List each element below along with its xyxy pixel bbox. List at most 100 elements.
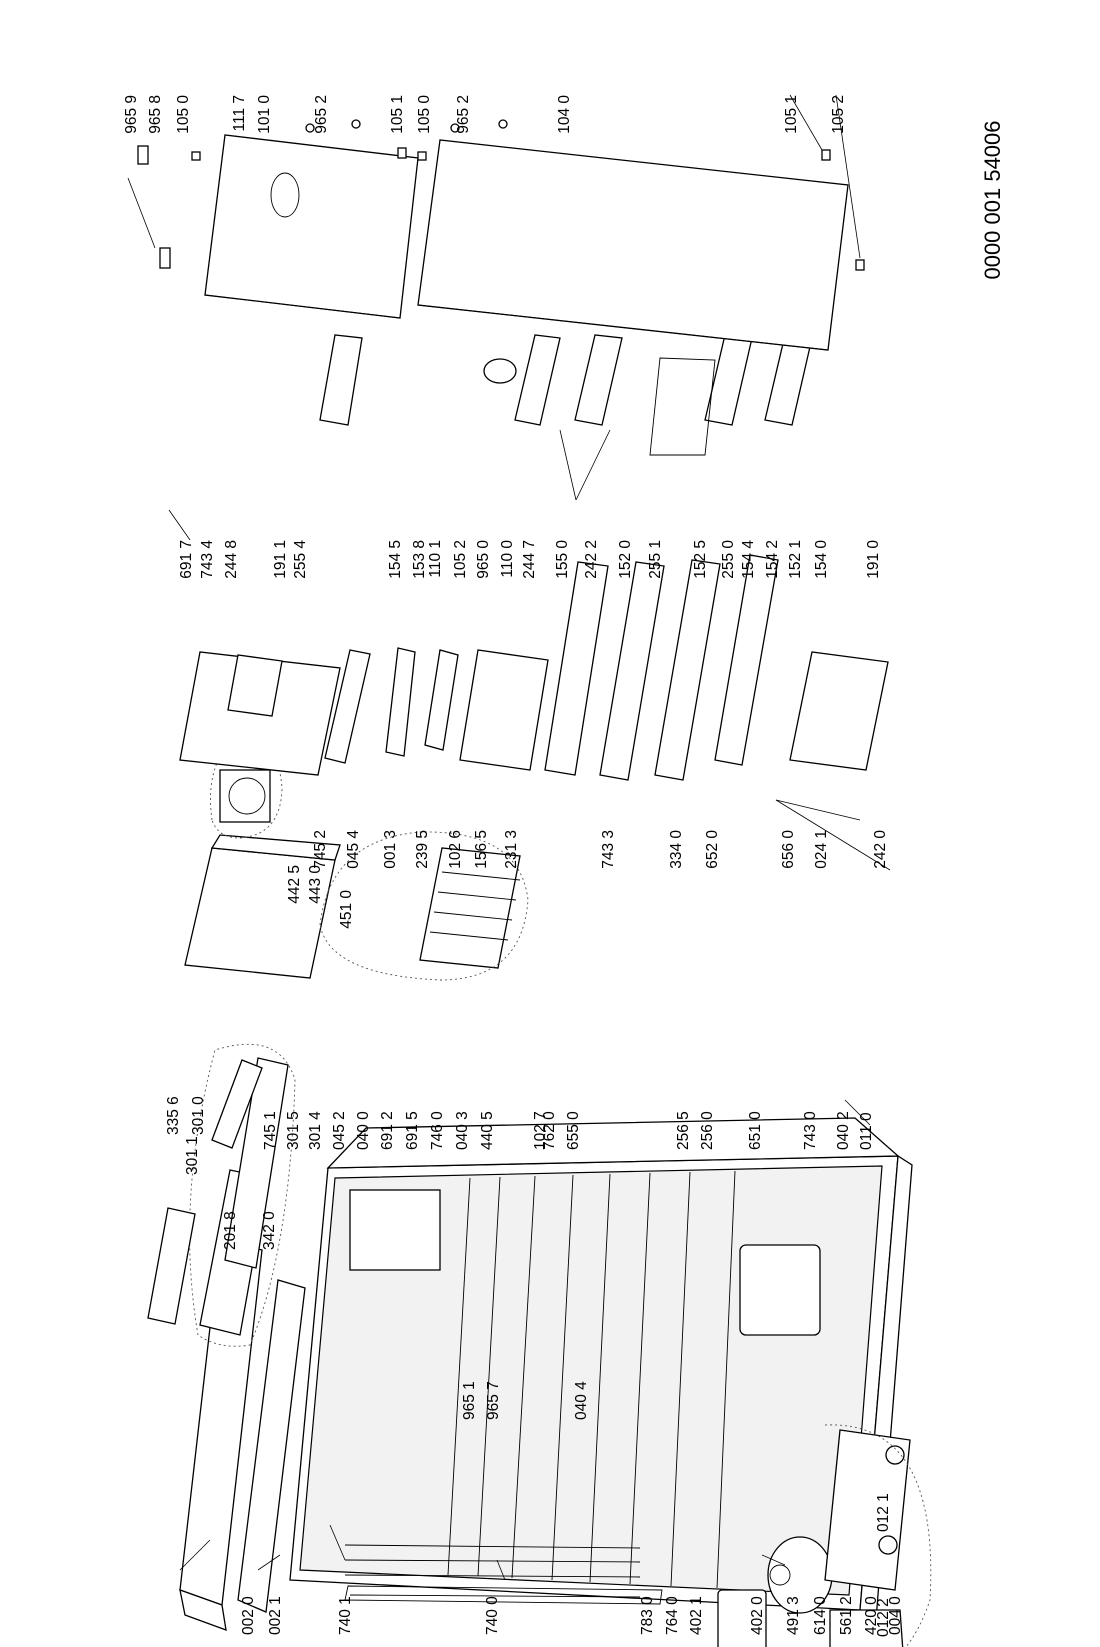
part-number-label: 335 6	[165, 1096, 182, 1135]
part-number-label: 001 3	[382, 830, 399, 869]
part-number-label: 244 8	[223, 540, 240, 579]
part-number-label: 691 2	[379, 1111, 396, 1150]
part-number-labels: 002 0 002 1 740 1 740 0 783 0 764 0 402 1 402 0…	[123, 95, 904, 1637]
part-number-label: 153 8	[411, 540, 428, 579]
part-number-label: 965 9	[123, 95, 140, 134]
compressor-part	[717, 1424, 932, 1647]
condenser-part	[344, 1544, 663, 1605]
shelves-part	[179, 554, 889, 781]
part-number-label: 102 7	[532, 1111, 549, 1150]
part-number-label: 655 0	[565, 1111, 582, 1150]
part-number-label: 965 2	[313, 95, 330, 134]
part-number-label: 105 1	[389, 95, 406, 134]
part-number-label: 244 7	[521, 540, 538, 579]
part-number-label: 743 0	[802, 1111, 819, 1150]
part-number-label: 745 1	[262, 1111, 279, 1150]
part-number-label: 156 5	[473, 830, 490, 869]
part-number-label: 155 0	[554, 540, 571, 579]
part-number-label: 420 0	[863, 1596, 880, 1635]
part-number-label: 783 0	[639, 1596, 656, 1635]
leader-lines	[127, 94, 891, 1581]
part-number-label: 152 0	[617, 540, 634, 579]
part-number-label: 965 0	[475, 540, 492, 579]
part-number-label: 255 1	[647, 540, 664, 579]
part-number-label: 002 0	[240, 1596, 257, 1635]
part-number-label: 154 0	[813, 540, 830, 579]
door-bins-part	[319, 334, 813, 456]
part-number-label: 614 0	[812, 1596, 829, 1635]
part-number-label: 743 3	[600, 830, 617, 869]
part-number-label: 040 0	[355, 1111, 372, 1150]
part-number-label: 154 2	[764, 540, 781, 579]
top-cover-part	[179, 1239, 306, 1631]
part-number-label: 442 5	[286, 865, 303, 904]
part-number-label: 110 1	[427, 540, 444, 578]
part-number-label: 105 2	[830, 95, 847, 134]
part-number-label: 561 2	[838, 1596, 855, 1635]
part-number-label: 191 0	[865, 540, 882, 579]
part-number-label: 040 2	[835, 1111, 852, 1150]
part-number-label: 334 0	[668, 830, 685, 869]
drawing-artwork	[127, 94, 932, 1647]
part-number-label: 231 3	[503, 830, 520, 869]
drawing-number: 0000 001 54006	[980, 120, 1005, 279]
hinges-part	[137, 119, 865, 271]
part-number-label: 152 1	[787, 540, 804, 579]
part-number-label: 402 1	[688, 1596, 705, 1635]
part-number-label: 201 8	[222, 1211, 239, 1250]
part-number-label: 110 0	[499, 540, 516, 578]
part-number-label: 191 1	[272, 540, 289, 579]
part-number-label: 045 2	[331, 1111, 348, 1150]
part-number-label: 301 1	[184, 1136, 201, 1175]
part-number-label: 256 5	[675, 1111, 692, 1150]
part-number-label: 011 0	[858, 1112, 875, 1150]
part-number-label: 740 0	[484, 1596, 501, 1635]
part-number-label: 012 1	[875, 1493, 892, 1532]
part-number-label: 764 0	[664, 1596, 681, 1635]
part-number-label: 652 0	[704, 830, 721, 869]
part-number-label: 040 4	[573, 1381, 590, 1420]
part-number-label: 255 4	[292, 540, 309, 579]
part-number-label: 301 5	[285, 1111, 302, 1150]
cabinet-part	[289, 1117, 913, 1622]
part-number-label: 101 0	[256, 95, 273, 134]
part-number-label: 242 2	[583, 540, 600, 579]
part-number-label: 740 1	[337, 1596, 354, 1635]
part-number-label: 451 0	[338, 890, 355, 929]
part-number-label: 002 1	[267, 1596, 284, 1635]
part-number-label: 440 5	[479, 1111, 496, 1150]
part-number-label: 004 0	[887, 1596, 904, 1635]
part-number-label: 111 7	[231, 95, 248, 132]
part-number-label: 154 4	[740, 540, 757, 579]
part-number-label: 691 5	[404, 1111, 421, 1150]
part-number-label: 491 3	[785, 1596, 802, 1635]
part-number-label: 040 3	[454, 1111, 471, 1150]
part-number-label: 656 0	[780, 830, 797, 869]
part-number-label: 239 5	[414, 830, 431, 869]
part-number-label: 045 4	[345, 830, 362, 869]
part-number-label: 301 0	[190, 1096, 207, 1135]
part-number-label: 301 4	[307, 1111, 324, 1150]
part-number-label: 965 1	[461, 1381, 478, 1420]
part-number-label: 242 0	[872, 830, 889, 869]
part-number-label: 746 0	[429, 1111, 446, 1150]
part-number-label: 102 6	[447, 830, 464, 869]
part-number-label: 152 5	[692, 540, 709, 579]
part-number-label: 104 0	[556, 95, 573, 134]
part-number-label: 965 2	[455, 95, 472, 134]
part-number-label: 651 0	[747, 1111, 764, 1150]
part-number-label: 255 0	[720, 540, 737, 579]
part-number-label: 402 0	[749, 1596, 766, 1635]
part-number-label: 762 0	[541, 1111, 558, 1150]
part-number-label: 443 0	[307, 865, 324, 904]
part-number-label: 105 1	[783, 95, 800, 134]
part-number-label: 256 0	[699, 1111, 716, 1150]
part-number-label: 342 0	[261, 1211, 278, 1250]
doors-part	[204, 134, 849, 351]
part-number-label: 743 4	[199, 540, 216, 579]
control-panel-part	[147, 1043, 296, 1347]
part-number-label: 105 0	[416, 95, 433, 134]
air-duct-part	[184, 834, 341, 979]
part-number-label: 965 7	[485, 1381, 502, 1420]
